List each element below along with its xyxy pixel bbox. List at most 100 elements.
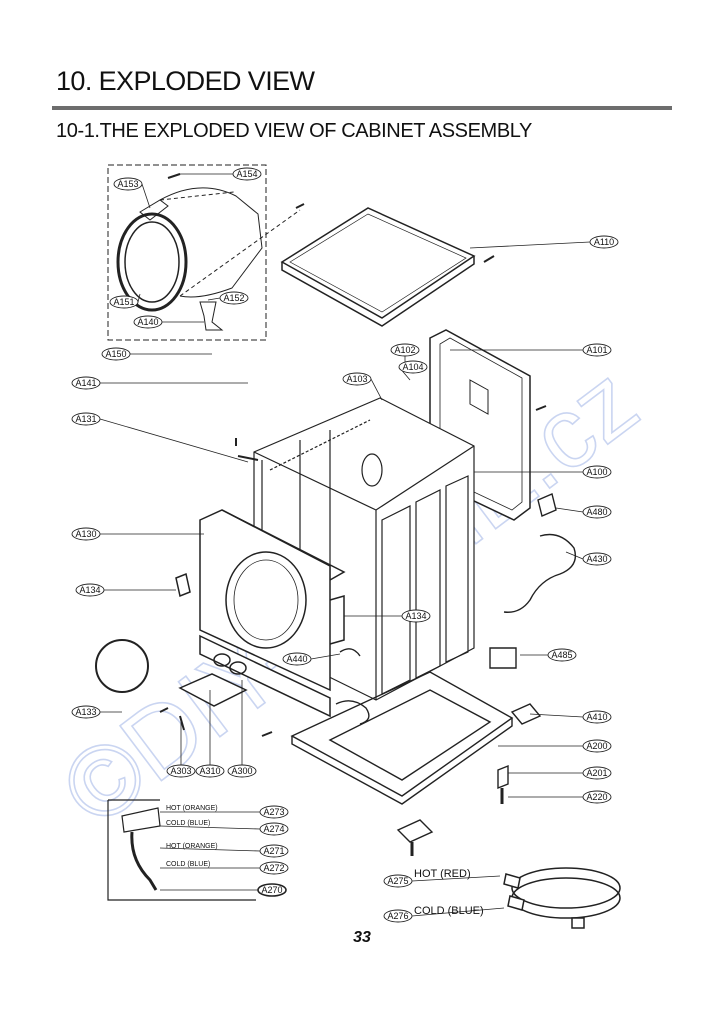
part-tag-label: A440 [286, 654, 307, 664]
foot-spacer [497, 764, 509, 790]
part-tag-a485: A485 [547, 648, 577, 662]
lower-panel [199, 634, 331, 718]
part-tag-oval [259, 822, 289, 836]
part-tag-label: A153 [117, 179, 138, 189]
part-tag-oval [383, 874, 413, 888]
door-screw-2 [295, 203, 305, 209]
base-frame-inner [328, 689, 492, 781]
leader-line-a103 [370, 378, 383, 401]
part-tag-label: A102 [394, 345, 415, 355]
drain-hose [335, 700, 370, 725]
service-flap [178, 673, 248, 707]
top-screw [483, 255, 495, 263]
part-tag-oval [259, 861, 289, 875]
inlet-hose-frame [107, 800, 256, 901]
part-tag-oval [582, 710, 612, 724]
part-tag-label: A272 [263, 863, 284, 873]
part-tag-oval [582, 343, 612, 357]
lower-panel-hole [213, 653, 231, 667]
cabinet-opening [361, 453, 383, 487]
door-assembly-frame [107, 164, 267, 341]
part-tag-label: A270 [261, 885, 282, 895]
part-tag-a110: A110 [589, 235, 619, 249]
top-plate-edge [281, 256, 475, 327]
part-tag-oval [383, 909, 413, 923]
part-tag-label: A276 [387, 911, 408, 921]
control-bracket [329, 595, 345, 645]
door-frame-guide [159, 191, 235, 201]
part-tag-label: A133 [75, 707, 96, 717]
part-tag-label: A430 [586, 554, 607, 564]
part-tag-label: A141 [75, 378, 96, 388]
part-tag-label: A152 [223, 293, 244, 303]
frame-beam [269, 419, 371, 471]
part-tag-a270: A270 [257, 883, 287, 897]
part-tag-a130: A130 [71, 527, 101, 541]
foot-bracket [510, 703, 542, 725]
part-tag-a480: A480 [582, 505, 612, 519]
part-tag-oval [232, 167, 262, 181]
leader-line-a151 [137, 293, 141, 303]
part-tag-a151: A151 [109, 295, 139, 309]
door-screw [167, 173, 181, 179]
door-handle [139, 199, 169, 221]
part-tag-a200: A200 [582, 739, 612, 753]
title-rule [52, 106, 672, 110]
cabinet-screw [237, 455, 259, 461]
hose-caption-hot-orange: HOT (ORANGE) [166, 805, 218, 812]
part-tag-a300: A300 [227, 764, 257, 778]
top-plate [280, 207, 495, 327]
part-tag-a310: A310 [195, 764, 225, 778]
leader-line-a274 [159, 825, 261, 830]
part-tag-oval [113, 177, 143, 191]
part-tag-label: A200 [586, 741, 607, 751]
base-frame-edge [291, 718, 513, 805]
part-tag-a134: A134 [401, 609, 431, 623]
seal-clip [179, 715, 185, 731]
part-tag-label: A100 [586, 467, 607, 477]
part-tag-label: A101 [586, 345, 607, 355]
leader-line-a271 [159, 847, 261, 852]
shock-mount [396, 819, 434, 843]
part-tag-a273: A273 [259, 805, 289, 819]
door-frame [159, 187, 263, 298]
part-tag-label: A485 [551, 650, 572, 660]
part-tag-oval [398, 360, 428, 374]
door-hinge [199, 301, 224, 331]
part-tag-oval [582, 505, 612, 519]
leader-line-a153 [141, 183, 151, 209]
part-tag-label: A273 [263, 807, 284, 817]
noise-filter [537, 493, 557, 517]
leader-lines [99, 173, 591, 917]
part-tag-label: A300 [231, 766, 252, 776]
cold-hose-nut [571, 917, 585, 929]
control-knob-part [175, 572, 191, 598]
part-tag-a272: A272 [259, 861, 289, 875]
leader-line-a410 [529, 713, 584, 718]
hose-caption-cold-blue-2: COLD (BLUE) [414, 905, 484, 917]
front-panel-top [221, 509, 346, 581]
part-tag-oval [582, 465, 612, 479]
door-ring [116, 212, 188, 312]
leader-line-a480 [555, 507, 584, 513]
part-tag-a303: A303 [166, 764, 196, 778]
lower-screw [261, 731, 273, 737]
inlet-hose-pipe [130, 831, 158, 891]
part-tag-label: A310 [199, 766, 220, 776]
hose-caption-cold-blue: COLD (BLUE) [166, 861, 210, 868]
lower-panel-hole-2 [229, 661, 247, 675]
part-tag-a410: A410 [582, 710, 612, 724]
part-tag-oval [257, 883, 287, 897]
front-panel-face [199, 509, 331, 692]
part-tag-label: A201 [586, 768, 607, 778]
part-tag-a131: A131 [71, 412, 101, 426]
base-frame [95, 493, 577, 856]
cold-hose-coil [511, 877, 621, 919]
part-tag-a100: A100 [582, 465, 612, 479]
part-tag-oval [582, 790, 612, 804]
leader-line-a440 [310, 653, 341, 660]
back-panel-window [469, 379, 489, 415]
part-tag-a133: A133 [71, 705, 101, 719]
leader-line-a131 [99, 418, 249, 463]
part-tag-oval [227, 764, 257, 778]
